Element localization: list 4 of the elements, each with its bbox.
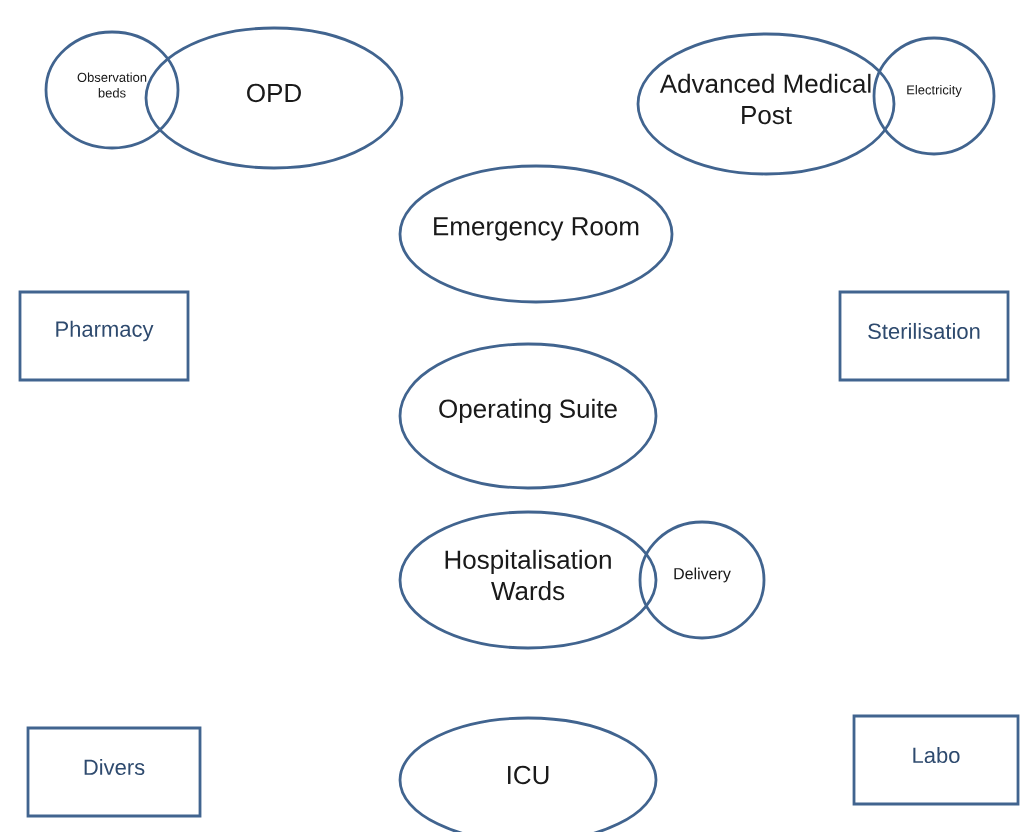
area-box: Pharmacy — [18, 290, 190, 382]
area-box: Divers — [26, 726, 202, 818]
area-box: Sterilisation — [838, 290, 1010, 382]
area-box: Labo — [852, 714, 1020, 806]
